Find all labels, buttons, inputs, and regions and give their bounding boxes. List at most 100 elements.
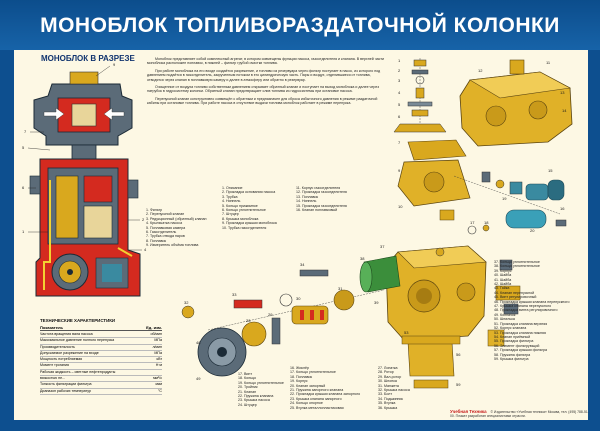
- callout-number: 19: [502, 196, 507, 201]
- legend-item: 1. Фильтр: [146, 208, 163, 212]
- pump-rotor-assembly: [181, 269, 385, 377]
- callout-number: 39: [374, 300, 379, 305]
- legend-item: 23. Крышка насоса: [238, 398, 270, 403]
- legend-item: 17. Винт: [238, 372, 253, 376]
- callout-number: 37: [380, 244, 385, 249]
- callout-number: 3: [398, 78, 401, 83]
- callout-number: 17: [470, 220, 475, 225]
- legend-item: 12. Прокладка газоотделителя: [296, 190, 347, 195]
- spec-name: Тонкость фильтрации фильтра: [40, 382, 92, 387]
- legend-item: 34. Подшипник: [378, 396, 403, 401]
- specs-title: ТЕХНИЧЕСКИЕ ХАРАКТЕРИСТИКИ: [40, 318, 116, 323]
- legend-item: 55. Прокладка фильтра: [494, 339, 534, 344]
- legend-item: 10. Трубка газоотделителя: [222, 225, 267, 230]
- publisher-logo: Учебная Техника: [450, 409, 487, 414]
- spec-name: Мощность потребляемая: [40, 357, 83, 362]
- page-title: МОНОБЛОК ТОПЛИВОРАЗДАТОЧНОЙ КОЛОНКИ: [40, 14, 560, 37]
- callout-number: 10: [398, 204, 403, 209]
- callout-number: 2: [142, 217, 145, 222]
- legend-item: 36. Крышка: [378, 405, 398, 410]
- legend-item: 49. Колпачок: [494, 312, 516, 317]
- spec-unit: Н·м: [155, 363, 162, 368]
- legend-item: 35. Втулка: [378, 401, 396, 406]
- callout-number: 28: [246, 318, 251, 323]
- legend-item: 39. Корпус: [494, 268, 512, 273]
- legend-item: 43. Гайка: [494, 286, 510, 291]
- legend-item: 2. Перепускной клапан: [146, 212, 185, 217]
- legend-parts-right: 37. Кольцо уплотнительное 38. Кольцо упл…: [494, 260, 586, 361]
- header-bar: МОНОБЛОК ТОПЛИВОРАЗДАТОЧНОЙ КОЛОНКИ: [0, 0, 600, 50]
- legend-item: 6. Кольцо уплотнительное: [222, 208, 266, 213]
- legend-item: 9. Прокладка крышки моноблока: [222, 221, 277, 226]
- legend-item: 44. Клапан перепускной: [494, 290, 535, 295]
- callout-number: 13: [560, 90, 565, 95]
- legend-item: 23. Крышка клапана запорного: [290, 396, 342, 401]
- legend-item: 32. Крышка насоса: [378, 388, 410, 393]
- callout-number: 4: [398, 90, 401, 95]
- cross-section-diagram: [20, 64, 144, 306]
- monoblock-housing: [359, 245, 521, 389]
- callout-number: 5: [22, 145, 25, 150]
- description-paragraph: Очищенное от воздуха топливо собственным…: [147, 85, 379, 94]
- legend-item: 18. Кольцо: [238, 376, 256, 381]
- legend-item: 46. Прокладка крышки клапана перепускног…: [494, 299, 570, 304]
- legend-item: 25. Втулка металлопластиковая: [290, 405, 344, 410]
- callout-number: 4: [144, 247, 147, 252]
- legend-item: 19. Кольцо уплотнительное: [238, 380, 284, 385]
- callout-number: 1: [22, 229, 25, 234]
- table-row: Рабочая жидкость – светлые нефтепродукты: [40, 369, 162, 377]
- spec-name: Производительность: [40, 344, 75, 349]
- callout-number: 9: [398, 168, 401, 173]
- description-text: Моноблок представляет собой комплексный …: [147, 57, 387, 149]
- legend-item: 51. Прокладка клапана верхняя: [494, 321, 548, 326]
- legend-item: 28. Ротор: [378, 370, 394, 375]
- table-row: Момент трогания Н·м: [40, 363, 162, 370]
- footer-copyright: © Издательство «Учебная техника» Москва,…: [450, 410, 589, 418]
- legend-item: 3. Трубка: [222, 194, 238, 199]
- legend-item: 11. Корпус газоотделителя: [296, 186, 341, 190]
- legend-parts-bottom-3: 27. Лопатка 28. Ротор 29. Вал-ротор 30. …: [378, 366, 438, 410]
- legend-parts-2: 11. Корпус газоотделителя 12. Прокладка …: [296, 186, 376, 212]
- legend-item: 16. Жиклёр: [290, 366, 310, 370]
- legend-item: 4. Крыльчатка насоса: [146, 221, 183, 226]
- legend-item: 52. Корпус клапана: [494, 326, 527, 331]
- legend-item: 5. Поплавковая камера: [146, 225, 186, 230]
- legend-item: 19. Корпус: [290, 379, 308, 384]
- callout-number: 9: [113, 62, 116, 67]
- specs-col-unit: Ед. изм.: [146, 325, 162, 330]
- callout-number: 6: [398, 114, 401, 119]
- legend-item: 22. Прокладка крышки клапана запорного: [290, 392, 361, 397]
- section-title: МОНОБЛОК В РАЗРЕЗЕ: [41, 54, 135, 63]
- description-paragraph: Моноблок представляет собой комплексный …: [147, 57, 385, 66]
- legend-item: 40. Шайба: [494, 273, 512, 278]
- legend-item: 21. Клапан: [238, 389, 257, 394]
- callout-number: 32: [184, 300, 189, 305]
- legend-cross-section: 1. Фильтр 2. Перепускной клапан 3. Редук…: [146, 208, 216, 248]
- spec-name: Рабочая жидкость – светлые нефтепродукты: [40, 369, 116, 374]
- spec-unit: л/мин: [152, 344, 162, 349]
- spec-name: Диапазон рабочих температур: [40, 388, 91, 393]
- callout-number: 12: [478, 68, 483, 73]
- spec-unit: МПа: [154, 338, 162, 343]
- legend-item: 7. Штуцер: [222, 212, 239, 217]
- callout-number: 33: [232, 292, 237, 297]
- legend-item: 29. Вал-ротор: [378, 374, 402, 379]
- footer: Учебная Техника © Издательство «Учебная …: [450, 409, 590, 418]
- table-row: Производительность л/мин: [40, 345, 162, 351]
- callout-number: 30: [296, 296, 301, 301]
- specs-col-name: Показатель: [40, 325, 63, 330]
- legend-item: 50. Шпилька: [494, 317, 515, 322]
- spec-name: Допускаемое разрежение на входе: [40, 350, 99, 355]
- legend-item: 5. Кольцо прижимное: [222, 203, 258, 208]
- specs-table: ТЕХНИЧЕСКИЕ ХАРАКТЕРИСТИКИ Показатель Ед…: [40, 318, 162, 395]
- callout-number: 31: [338, 286, 343, 291]
- spec-name: Момент трогания: [40, 363, 69, 368]
- legend-item: 21. Пружина запорного клапана: [290, 388, 344, 393]
- legend-item: 57. Прокладка крышки фильтра: [494, 348, 547, 353]
- legend-item: 33. Болт: [378, 392, 393, 397]
